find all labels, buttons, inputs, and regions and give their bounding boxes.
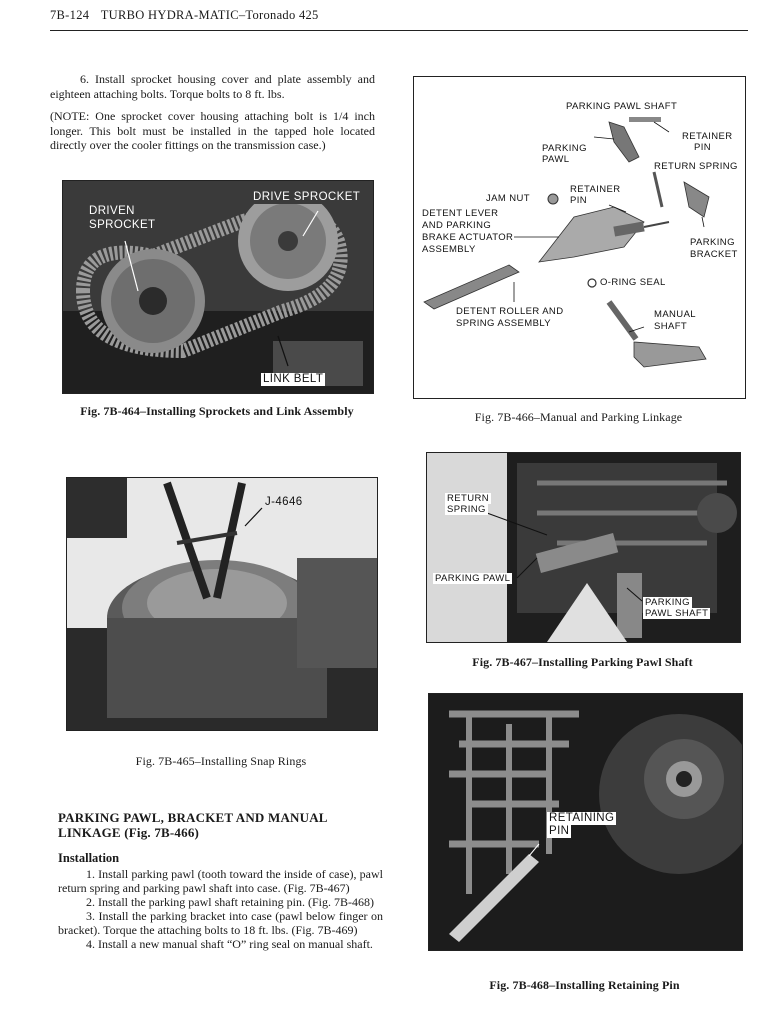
label-detent-roller-1: DETENT ROLLER AND [456,306,564,317]
label-manual-shaft-2: SHAFT [654,321,688,332]
label-detent-lever-4: ASSEMBLY [422,244,476,255]
figure-467-photo: RETURN SPRING PARKING PAWL PARKING PAWL … [426,452,741,643]
note-paragraph: (NOTE: One sprocket cover housing attach… [50,109,375,152]
installation-steps: 1. Install parking pawl (tooth toward th… [58,867,383,951]
caption-fig-465: Fig. 7B-465–Installing Snap Rings [135,754,307,768]
label-return-spring-467-2: SPRING [445,504,488,515]
label-drive-sprocket: DRIVE SPROCKET [253,191,361,204]
label-retainer-pin-1b: PIN [694,142,712,153]
intro-text: 6. Install sprocket housing cover and pl… [50,72,375,161]
label-retaining-pin-1: RETAINING [547,812,617,825]
label-detent-lever-1: DETENT LEVER [422,208,499,219]
label-parking-pawl-shaft-467-2: PAWL SHAFT [643,608,711,619]
label-retaining-pin-2: PIN [547,825,572,838]
label-retainer-pin-1: RETAINER [682,131,733,142]
label-return-spring-467-1: RETURN [445,493,491,504]
label-parking-pawl-shaft-467-1: PARKING [643,597,692,608]
install-step: 3. Install the parking bracket into case… [58,909,383,937]
caption-fig-464: Fig. 7B-464–Installing Sprockets and Lin… [80,404,354,418]
label-detent-roller-2: SPRING ASSEMBLY [456,318,552,329]
label-driven-sprocket-line1: DRIVEN [89,205,135,218]
label-detent-lever-2: AND PARKING [422,220,492,231]
page-number: 7B-124 [50,8,90,22]
label-jam-nut: JAM NUT [486,193,530,204]
label-parking-pawl-467: PARKING PAWL [433,573,513,584]
step-6-paragraph: 6. Install sprocket housing cover and pl… [50,72,375,101]
install-step: 4. Install a new manual shaft “O” ring s… [86,937,373,951]
label-parking-bracket-2: BRACKET [690,249,738,260]
label-detent-lever-3: BRAKE ACTUATOR [422,232,514,243]
label-link-belt: LINK BELT [261,373,326,386]
installation-heading: Installation [58,851,120,865]
label-retainer-pin-2b: PIN [570,195,588,206]
caption-fig-466: Fig. 7B-466–Manual and Parking Linkage [474,410,683,424]
figure-465-photo: J-4646 [66,477,378,731]
figure-464-photo: DRIVE SPROCKET DRIVEN SPROCKET LINK BELT [62,180,374,394]
page-subtitle: –Toronado 425 [238,8,319,22]
section-heading: PARKING PAWL, BRACKET AND MANUAL LINKAGE… [58,810,327,840]
figure-468-photo: RETAINING PIN [428,693,743,951]
caption-fig-467: Fig. 7B-467–Installing Parking Pawl Shaf… [472,655,693,669]
label-return-spring: RETURN SPRING [654,161,738,172]
page-header: 7B-124 TURBO HYDRA-MATIC–Toronado 425 [50,8,748,31]
label-parking-pawl-shaft: PARKING PAWL SHAFT [566,101,678,112]
label-driven-sprocket-line2: SPROCKET [89,219,156,232]
label-parking-pawl-1: PARKING [542,143,587,154]
label-oring-seal: O-RING SEAL [600,277,666,288]
label-parking-bracket-1: PARKING [690,237,735,248]
install-step: 2. Install the parking pawl shaft retain… [86,895,374,909]
page-title: TURBO HYDRA-MATIC [100,8,239,22]
install-step: 1. Install parking pawl (tooth toward th… [58,867,383,895]
label-tool-j4646: J-4646 [265,496,303,508]
label-retainer-pin-2: RETAINER [570,184,621,195]
label-parking-pawl-1b: PAWL [542,154,570,165]
caption-fig-468: Fig. 7B-468–Installing Retaining Pin [489,978,680,992]
label-manual-shaft-1: MANUAL [654,309,696,320]
figure-466-diagram: PARKING PAWL SHAFT RETAINER PIN PARKING … [413,76,746,399]
